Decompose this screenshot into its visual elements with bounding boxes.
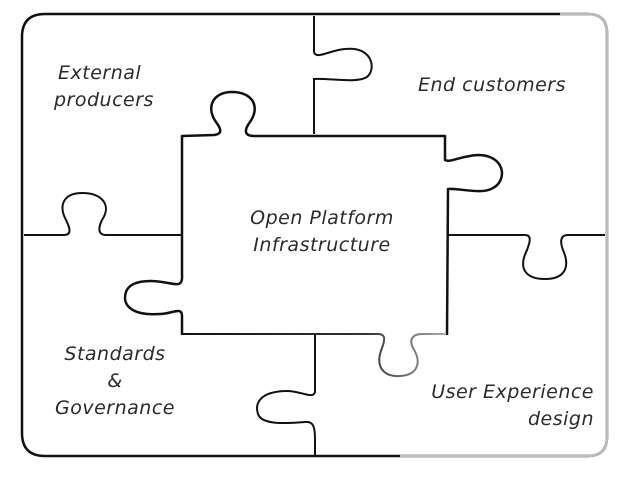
label-line: Standards	[64, 343, 166, 365]
top-divider	[313, 16, 373, 134]
label-user-experience-design: User Experience design	[410, 379, 594, 433]
label-line: External	[58, 62, 142, 84]
right-divider	[448, 234, 605, 281]
outer-frame-right-fade	[400, 12, 609, 458]
label-line: &	[107, 370, 123, 392]
bottom-divider	[256, 335, 316, 455]
label-line: Open Platform	[250, 207, 394, 229]
label-standards-governance: Standards & Governance	[44, 341, 186, 422]
label-line: design	[527, 408, 594, 430]
label-open-platform-infrastructure: Open Platform Infrastructure	[222, 205, 422, 259]
label-line: User Experience	[431, 381, 594, 403]
left-divider	[24, 191, 181, 236]
label-line: Governance	[55, 397, 175, 419]
label-end-customers: End customers	[418, 72, 566, 99]
label-line: End customers	[418, 74, 567, 96]
label-line: Infrastructure	[253, 234, 391, 256]
center-piece-bottom-edge	[182, 333, 445, 378]
label-external-producers: External producers	[54, 60, 154, 114]
center-piece-outline	[123, 90, 504, 336]
label-line: producers	[54, 89, 154, 111]
